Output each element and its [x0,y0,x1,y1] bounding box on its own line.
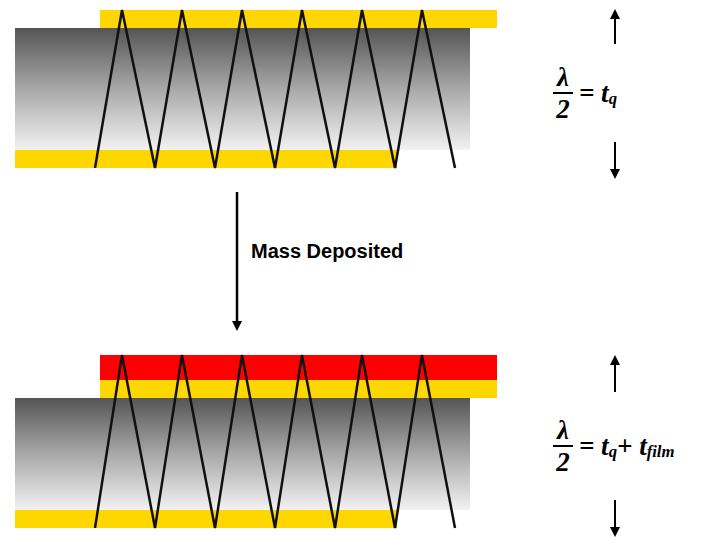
dimension-arrow [614,142,616,174]
dimension-arrow [614,14,616,44]
fraction: λ2 [553,63,573,124]
dimension-arrow [614,360,616,392]
fraction: λ2 [553,416,573,477]
acoustic-wave [95,355,455,528]
subscript: film [647,442,675,462]
thickness-formula: λ2= tq [553,63,617,124]
bottom-electrode [15,150,397,168]
thickness-term: + t [617,431,647,462]
subscript: q [609,89,617,109]
denominator: 2 [556,94,570,123]
thickness-term: = t [579,431,609,462]
thickness-term: = t [579,78,609,109]
wavelength-symbol: λ [553,416,573,447]
denominator: 2 [556,447,570,476]
bottom-electrode [15,510,397,528]
wavelength-symbol: λ [553,63,573,94]
process-label: Mass Deposited [251,240,403,263]
acoustic-wave [95,10,455,168]
dimension-arrow [614,500,616,532]
quartz-crystal [15,398,470,510]
process-arrow [236,192,239,326]
thickness-formula: λ2= tq+ tfilm [553,416,675,477]
subscript: q [609,442,617,462]
